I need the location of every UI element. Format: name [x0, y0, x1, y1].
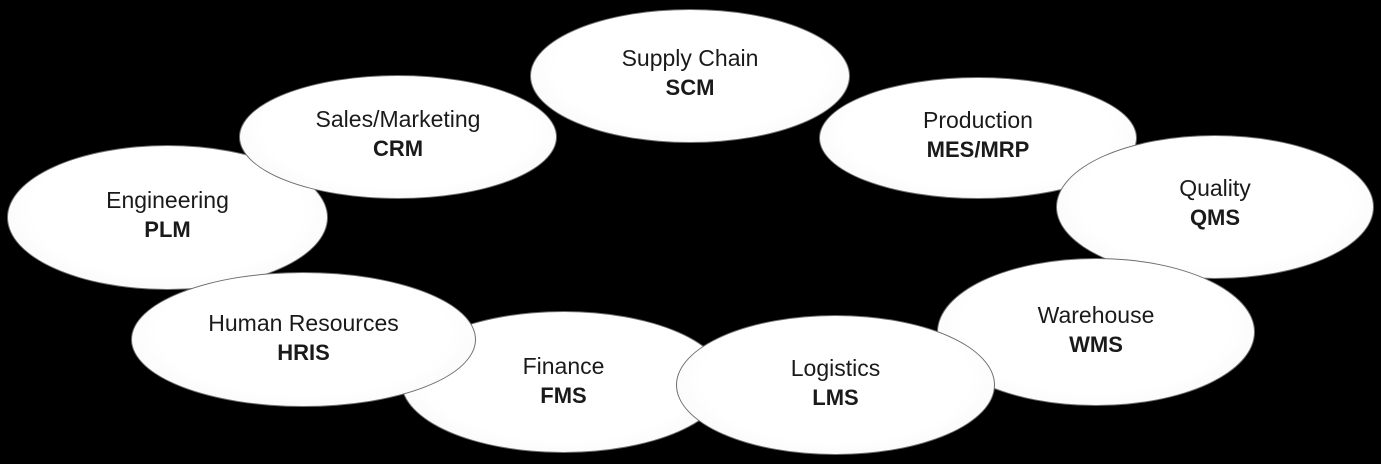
node-supply-chain-abbr: SCM	[665, 75, 715, 100]
node-warehouse-label: Warehouse	[1037, 302, 1155, 328]
node-supply-chain-label: Supply Chain	[621, 45, 759, 71]
node-quality: Quality QMS	[1056, 135, 1374, 279]
node-logistics-label: Logistics	[790, 355, 881, 381]
node-sales-marketing: Sales/Marketing CRM	[239, 75, 557, 199]
node-sales-marketing-label: Sales/Marketing	[315, 106, 481, 132]
node-sales-marketing-abbr: CRM	[372, 136, 424, 161]
node-logistics: Logistics LMS	[676, 315, 995, 455]
node-supply-chain: Supply Chain SCM	[530, 9, 850, 143]
node-finance-label: Finance	[522, 353, 605, 379]
node-production-abbr: MES/MRP	[926, 137, 1030, 162]
node-engineering-abbr: PLM	[144, 216, 191, 242]
node-engineering-label: Engineering	[106, 186, 229, 213]
node-human-resources-label: Human Resources	[208, 309, 399, 336]
node-production-label: Production	[923, 107, 1033, 133]
node-quality-label: Quality	[1179, 175, 1251, 201]
node-warehouse: Warehouse WMS	[937, 258, 1255, 406]
node-finance-abbr: FMS	[540, 383, 587, 408]
node-human-resources-abbr: HRIS	[277, 339, 330, 365]
node-logistics-abbr: LMS	[812, 385, 859, 410]
node-warehouse-abbr: WMS	[1069, 332, 1123, 357]
node-human-resources: Human Resources HRIS	[131, 272, 476, 407]
node-quality-abbr: QMS	[1189, 205, 1241, 230]
